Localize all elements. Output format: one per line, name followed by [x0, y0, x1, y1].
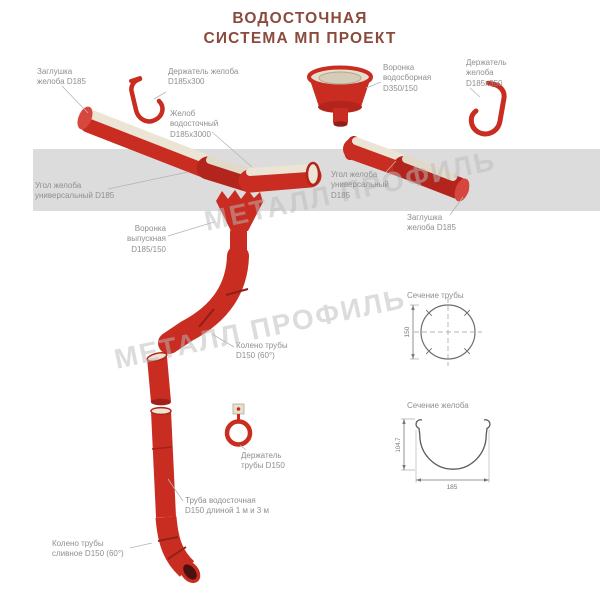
label-outlet-funnel: Воронка выпускная D185/150	[127, 224, 166, 254]
label-gutter-holder-left: Держатель желоба D185х300	[168, 67, 239, 87]
pipe-section-ticks	[425, 309, 471, 355]
label-downpipe: Труба водосточная D150 длиной 1 м и 3 м	[185, 496, 269, 516]
gutter-endcap-right-figure	[454, 178, 470, 202]
downpipe-figure	[150, 406, 176, 518]
gutter-endcap-left-figure	[77, 106, 93, 130]
label-pipe-section-title: Сечение трубы	[407, 291, 464, 300]
gutter-depth-dimension: 104.7	[396, 437, 402, 453]
pipe-section-figure: 150	[404, 298, 482, 366]
collector-funnel-figure	[307, 65, 373, 127]
page-title-line1: ВОДОСТОЧНАЯ	[232, 10, 368, 27]
label-gutter: Желоб водосточный D185х3000	[170, 109, 219, 139]
gutter-left-run	[77, 106, 219, 179]
pipe-upper-figure	[146, 352, 171, 406]
label-drain-elbow: Колено трубы сливное D150 (60°)	[52, 539, 124, 559]
leader-lines	[61, 81, 481, 549]
label-gutter-corner-right: Угол желоба универсальный D185	[331, 170, 389, 200]
gutter-center-figure	[238, 161, 322, 193]
page-title: ВОДОСТОЧНАЯ СИСТЕМА МП ПРОЕКТ	[0, 9, 600, 49]
label-gutter-section-title: Сечение желоба	[407, 401, 469, 410]
label-collector-funnel: Воронка водосборная D350/150	[383, 63, 432, 93]
label-gutter-endcap-right: Заглушка желоба D185	[407, 213, 456, 233]
label-gutter-endcap-left: Заглушка желоба D185	[37, 67, 86, 87]
pipe-elbow-figure	[158, 245, 249, 354]
label-pipe-elbow: Колено трубы D150 (60°)	[236, 341, 288, 361]
pipe-holder-figure	[224, 403, 253, 447]
gutter-holder-left-figure	[129, 76, 165, 124]
gutter-width-dimension: 185	[447, 484, 458, 491]
pipe-diameter-dimension: 150	[404, 326, 411, 337]
label-pipe-holder: Держатель трубы D150	[241, 451, 285, 471]
page-title-line2: СИСТЕМА МП ПРОЕКТ	[203, 30, 397, 48]
label-gutter-corner-left: Угол желоба универсальный D185	[35, 181, 115, 201]
gutter-section-figure: 104.7 185	[396, 418, 491, 491]
drain-elbow-figure	[155, 516, 201, 584]
gutter-holder-right-figure	[468, 80, 507, 137]
gutter-right-run	[393, 155, 470, 202]
label-gutter-holder-right: Держатель желоба D185х350	[466, 58, 507, 88]
